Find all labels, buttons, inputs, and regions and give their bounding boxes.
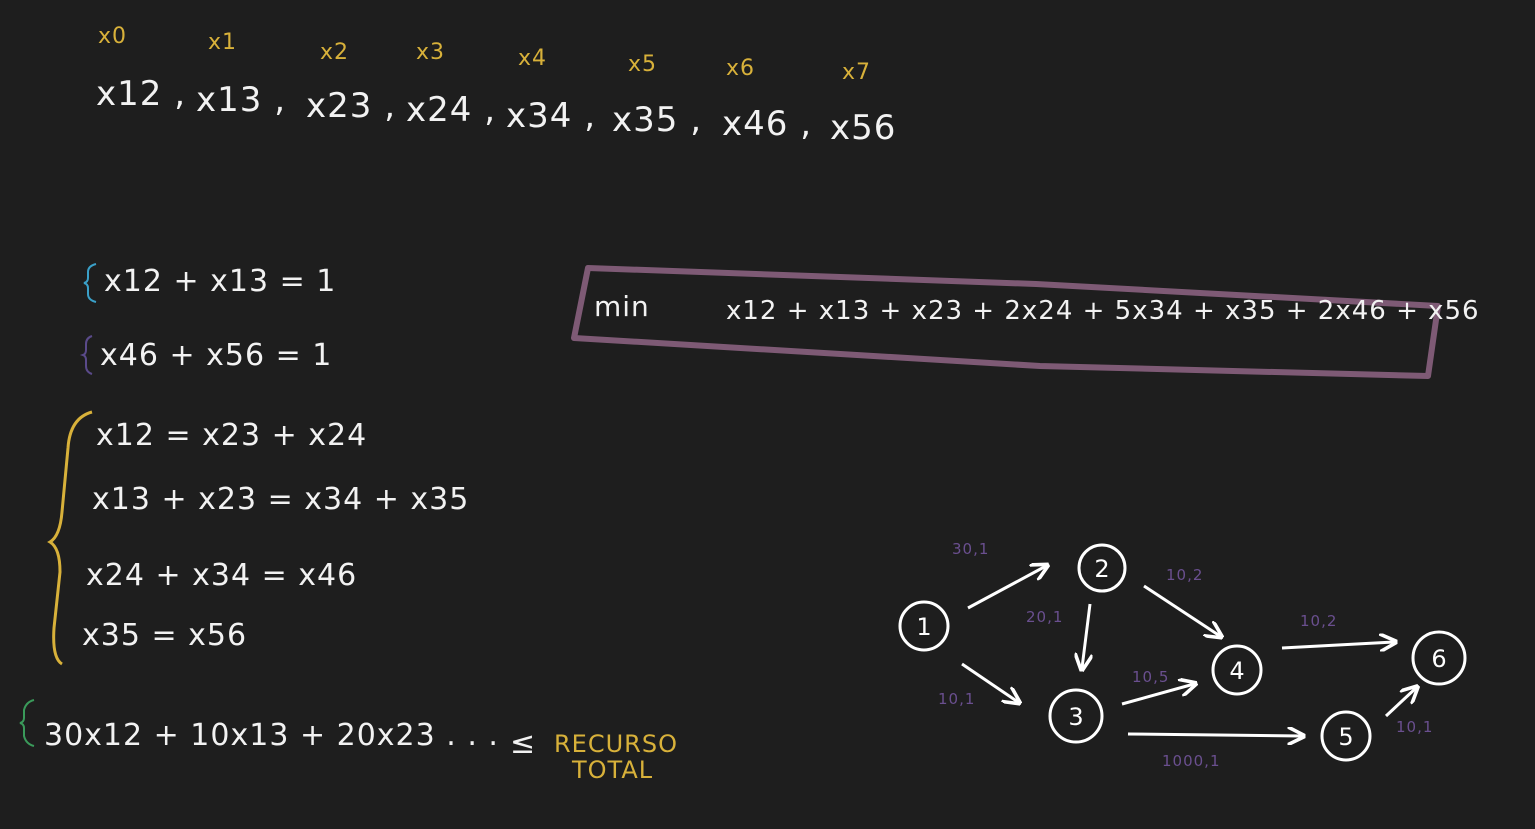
resource-inequality-sign: ≤ — [510, 726, 537, 761]
constraint-node3: x13 + x23 = x34 + x35 — [92, 482, 470, 517]
edge-label-3-4: 10,5 — [1132, 668, 1170, 686]
variable-x56: x56 — [830, 108, 897, 148]
var-index-x0: x0 — [98, 24, 128, 49]
variable-x23: x23 , — [306, 86, 396, 126]
objective-keyword: min — [594, 290, 650, 323]
edge-label-5-6: 10,1 — [1396, 718, 1434, 736]
edge-label-1-3: 10,1 — [938, 690, 976, 708]
edge-1-2 — [967, 566, 1046, 610]
edge-3-5 — [1127, 734, 1302, 736]
var-index-x3: x3 — [416, 40, 446, 65]
node-label-6: 6 — [1431, 645, 1446, 673]
edge-label-4-6: 10,2 — [1300, 612, 1338, 630]
constraint-sink: x46 + x56 = 1 — [100, 338, 333, 373]
variable-x46: x46 , — [722, 104, 812, 144]
var-index-x5: x5 — [628, 52, 658, 77]
var-index-x7: x7 — [842, 60, 872, 85]
node-2 — [1077, 543, 1127, 593]
node-6 — [1411, 630, 1467, 686]
node-3 — [1048, 688, 1104, 744]
constraint-node4: x24 + x34 = x46 — [86, 558, 358, 593]
brace-flow — [47, 410, 93, 666]
node-label-5: 5 — [1338, 723, 1353, 751]
variable-x35: x35 , — [612, 100, 702, 140]
constraint-resource: 30x12 + 10x13 + 20x23 . . . — [44, 718, 499, 753]
node-5 — [1320, 710, 1372, 762]
edge-1-3 — [961, 662, 1018, 702]
edge-label-2-3: 20,1 — [1026, 608, 1064, 626]
node-label-2: 2 — [1094, 555, 1109, 583]
edge-label-2-4: 10,2 — [1166, 566, 1204, 584]
variable-x12: x12 , — [96, 74, 186, 114]
objective-box — [571, 265, 1441, 379]
variable-x34: x34 , — [506, 96, 596, 136]
edge-label-1-2: 30,1 — [952, 540, 990, 558]
objective-expression: x12 + x13 + x23 + 2x24 + 5x34 + x35 + 2x… — [726, 296, 1480, 326]
edge-4-6 — [1281, 642, 1394, 648]
node-label-3: 3 — [1068, 703, 1083, 731]
edge-3-4 — [1121, 684, 1194, 706]
node-label-1: 1 — [916, 613, 931, 641]
constraint-node5: x35 = x56 — [82, 618, 248, 653]
edge-label-3-5: 1000,1 — [1162, 752, 1221, 770]
node-label-4: 4 — [1229, 657, 1244, 685]
constraint-node2: x12 = x23 + x24 — [96, 418, 368, 453]
node-4 — [1211, 644, 1263, 696]
var-index-x4: x4 — [518, 46, 548, 71]
constraint-source: x12 + x13 = 1 — [104, 264, 337, 299]
var-index-x2: x2 — [320, 40, 350, 65]
node-1 — [898, 600, 950, 652]
edge-2-4 — [1143, 584, 1220, 636]
edge-5-6 — [1384, 688, 1416, 718]
brace-resource — [19, 699, 35, 747]
resource-label-line2: TOTAL — [572, 756, 654, 784]
var-index-x6: x6 — [726, 56, 756, 81]
variable-x13: x13 , — [196, 80, 286, 120]
brace-source — [83, 263, 97, 303]
brace-sink — [79, 335, 93, 375]
var-index-x1: x1 — [208, 30, 238, 55]
variable-x24: x24 , — [406, 90, 496, 130]
edge-2-3 — [1082, 603, 1090, 668]
resource-label-line1: RECURSO — [554, 730, 678, 758]
